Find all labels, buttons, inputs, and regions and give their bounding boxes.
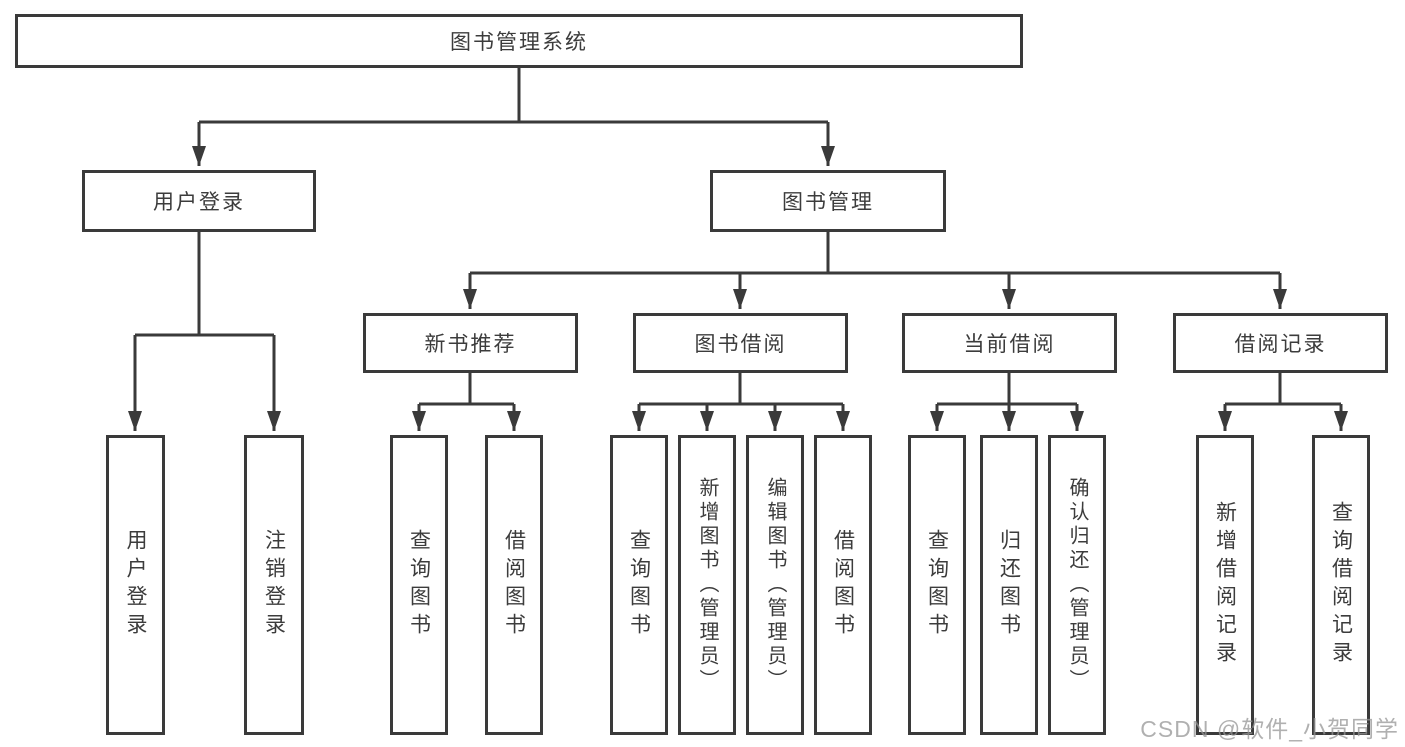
node-login-label: 用户登录 xyxy=(124,529,147,641)
node-logout: 注销登录 xyxy=(244,435,304,735)
node-cb-query-books-label: 查询图书 xyxy=(925,529,949,641)
node-cb-confirm-return-admin: 确认归还（管理员） xyxy=(1048,435,1106,735)
node-book-management: 图书管理 xyxy=(710,170,946,232)
node-br-query-record-label: 查询借阅记录 xyxy=(1329,501,1353,669)
node-bb-edit-books-admin: 编辑图书（管理员） xyxy=(746,435,804,735)
node-logout-label: 注销登录 xyxy=(262,529,286,641)
node-book-borrowing: 图书借阅 xyxy=(633,313,848,373)
node-br-add-record: 新增借阅记录 xyxy=(1196,435,1254,735)
node-library-system: 图书管理系统 xyxy=(15,14,1023,68)
node-user-login-label: 用户登录 xyxy=(153,191,245,214)
node-nbr-borrow-books-label: 借阅图书 xyxy=(502,529,526,641)
node-new-book-recommend-label: 新书推荐 xyxy=(424,333,517,356)
node-br-add-record-label: 新增借阅记录 xyxy=(1213,501,1237,669)
node-br-query-record: 查询借阅记录 xyxy=(1312,435,1370,735)
node-cb-return-books-label: 归还图书 xyxy=(997,529,1021,641)
node-nbr-query-books: 查询图书 xyxy=(390,435,448,735)
node-user-login: 用户登录 xyxy=(82,170,316,232)
node-current-borrowing-label: 当前借阅 xyxy=(963,333,1056,356)
node-bb-query-books-label: 查询图书 xyxy=(627,529,651,641)
node-nbr-query-books-label: 查询图书 xyxy=(407,529,431,641)
node-bb-add-books-admin-label: 新增图书（管理员） xyxy=(696,477,718,693)
watermark: CSDN @软件_小贺同学 xyxy=(1140,716,1399,742)
node-nbr-borrow-books: 借阅图书 xyxy=(485,435,543,735)
node-cb-return-books: 归还图书 xyxy=(980,435,1038,735)
node-bb-add-books-admin: 新增图书（管理员） xyxy=(678,435,736,735)
node-new-book-recommend: 新书推荐 xyxy=(363,313,578,373)
node-cb-confirm-return-admin-label: 确认归还（管理员） xyxy=(1066,477,1088,693)
node-library-system-label: 图书管理系统 xyxy=(450,31,588,54)
node-bb-query-books: 查询图书 xyxy=(610,435,668,735)
node-borrowing-records: 借阅记录 xyxy=(1173,313,1388,373)
node-bb-edit-books-admin-label: 编辑图书（管理员） xyxy=(764,477,786,693)
node-book-borrowing-label: 图书借阅 xyxy=(694,333,787,356)
node-book-management-label: 图书管理 xyxy=(782,191,874,214)
node-current-borrowing: 当前借阅 xyxy=(902,313,1117,373)
node-borrowing-records-label: 借阅记录 xyxy=(1234,333,1327,356)
node-cb-query-books: 查询图书 xyxy=(908,435,966,735)
node-bb-borrow-books: 借阅图书 xyxy=(814,435,872,735)
node-bb-borrow-books-label: 借阅图书 xyxy=(831,529,855,641)
node-login: 用户登录 xyxy=(106,435,165,735)
